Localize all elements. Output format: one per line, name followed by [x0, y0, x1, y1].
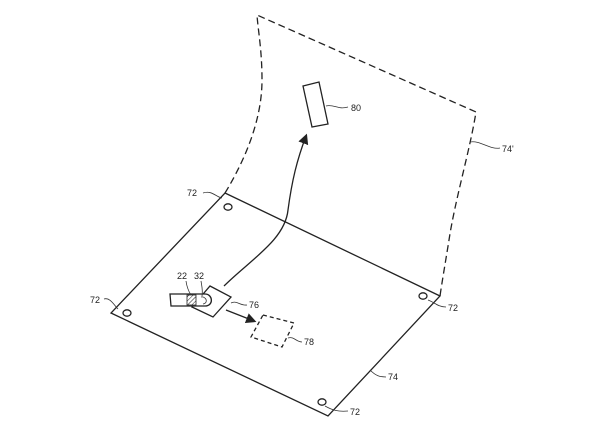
label-22: 22 — [177, 271, 187, 281]
label-78: 78 — [304, 337, 314, 347]
flat-sheet — [109, 192, 442, 417]
label-72: 72 — [90, 295, 100, 305]
mount-hole — [223, 203, 233, 211]
label-72: 72 — [350, 407, 360, 417]
remote-region — [302, 81, 329, 128]
finger-icon — [169, 293, 213, 307]
label-32: 32 — [194, 271, 204, 281]
mount-hole — [122, 309, 132, 317]
mount-hole — [418, 292, 428, 300]
label-74: 74 — [388, 372, 398, 382]
label-80: 80 — [351, 103, 361, 113]
label-72: 72 — [187, 188, 197, 198]
target-region — [250, 314, 295, 348]
curved-arrow — [223, 133, 309, 287]
straight-arrow — [225, 309, 257, 323]
label-76: 76 — [249, 300, 259, 310]
label-74-prime: 74' — [502, 144, 514, 154]
flexed-sheet-outline — [224, 13, 477, 297]
mount-hole — [317, 398, 327, 406]
label-72: 72 — [448, 303, 458, 313]
